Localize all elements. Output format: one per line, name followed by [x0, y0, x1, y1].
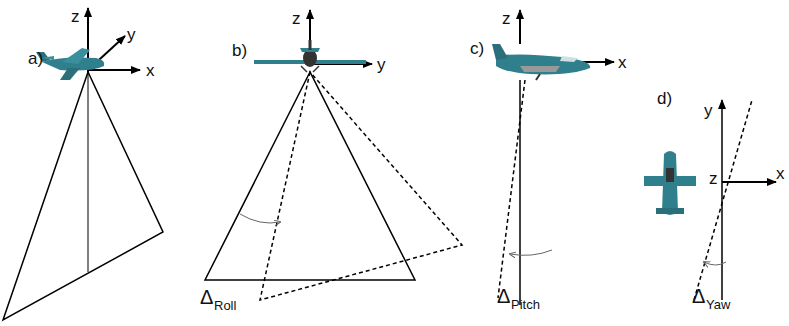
- axis-label: z: [709, 170, 718, 187]
- axis-label: z: [502, 10, 511, 27]
- panel-letter: c): [470, 40, 484, 57]
- delta-symbol: Δ: [497, 286, 510, 306]
- panel-letter: b): [232, 42, 247, 59]
- angle-subscript: Yaw: [706, 298, 730, 311]
- axis-label: y: [377, 56, 386, 73]
- panel-letter: d): [657, 90, 672, 107]
- axis-label: x: [618, 54, 627, 71]
- delta-symbol: Δ: [692, 286, 705, 306]
- delta-symbol: Δ: [200, 287, 213, 307]
- axis-label: y: [704, 102, 713, 119]
- panel-d: [644, 100, 776, 300]
- axis-label: x: [776, 165, 785, 182]
- panel-letter: a): [28, 50, 43, 67]
- panel-a: [3, 8, 163, 320]
- angle-subscript: Roll: [214, 299, 236, 312]
- axis-label: z: [71, 8, 80, 25]
- angle-subscript: Pitch: [511, 298, 540, 311]
- panel-b: [205, 10, 462, 300]
- axis-label: y: [127, 26, 136, 43]
- panel-c: [492, 10, 614, 305]
- axis-label: z: [292, 10, 301, 27]
- axis-label: x: [146, 62, 155, 79]
